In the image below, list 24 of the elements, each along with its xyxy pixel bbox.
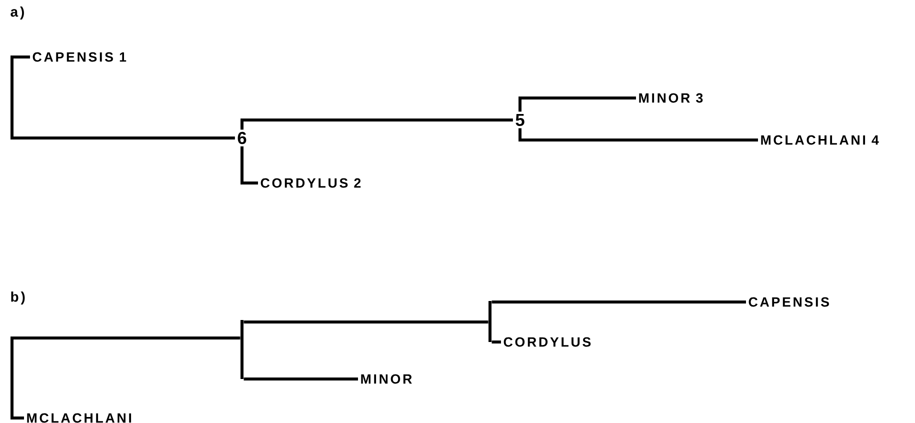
tree-branch [492, 300, 746, 304]
tree-branch [518, 128, 758, 142]
taxon-label: CORDYLUS 2 [260, 178, 361, 188]
taxon-label: CAPENSIS 1 [32, 52, 126, 62]
taxon-label: MINOR 3 [639, 93, 703, 103]
node-number: 6 [238, 132, 246, 144]
branch-junction [240, 320, 244, 379]
taxon-label: MCLACHLANI 4 [761, 135, 879, 145]
taxon-label: CORDYLUS [504, 337, 591, 347]
taxon-label: MINOR [361, 374, 412, 384]
taxon-label: MCLACHLANI [27, 413, 132, 423]
tree-branch [244, 378, 358, 380]
tree-branch [244, 320, 488, 324]
tree-branch [240, 146, 258, 184]
tree-branch [492, 340, 501, 344]
tree-branch [240, 118, 513, 130]
node-number: 5 [516, 114, 524, 126]
panel-label: a) [10, 6, 24, 20]
tree-branch [518, 96, 636, 112]
panel-label: b) [11, 291, 25, 305]
branch-junction [488, 301, 492, 342]
taxon-label: CAPENSIS [748, 297, 829, 307]
tree-branch [10, 336, 240, 420]
tree-branch [10, 56, 235, 140]
